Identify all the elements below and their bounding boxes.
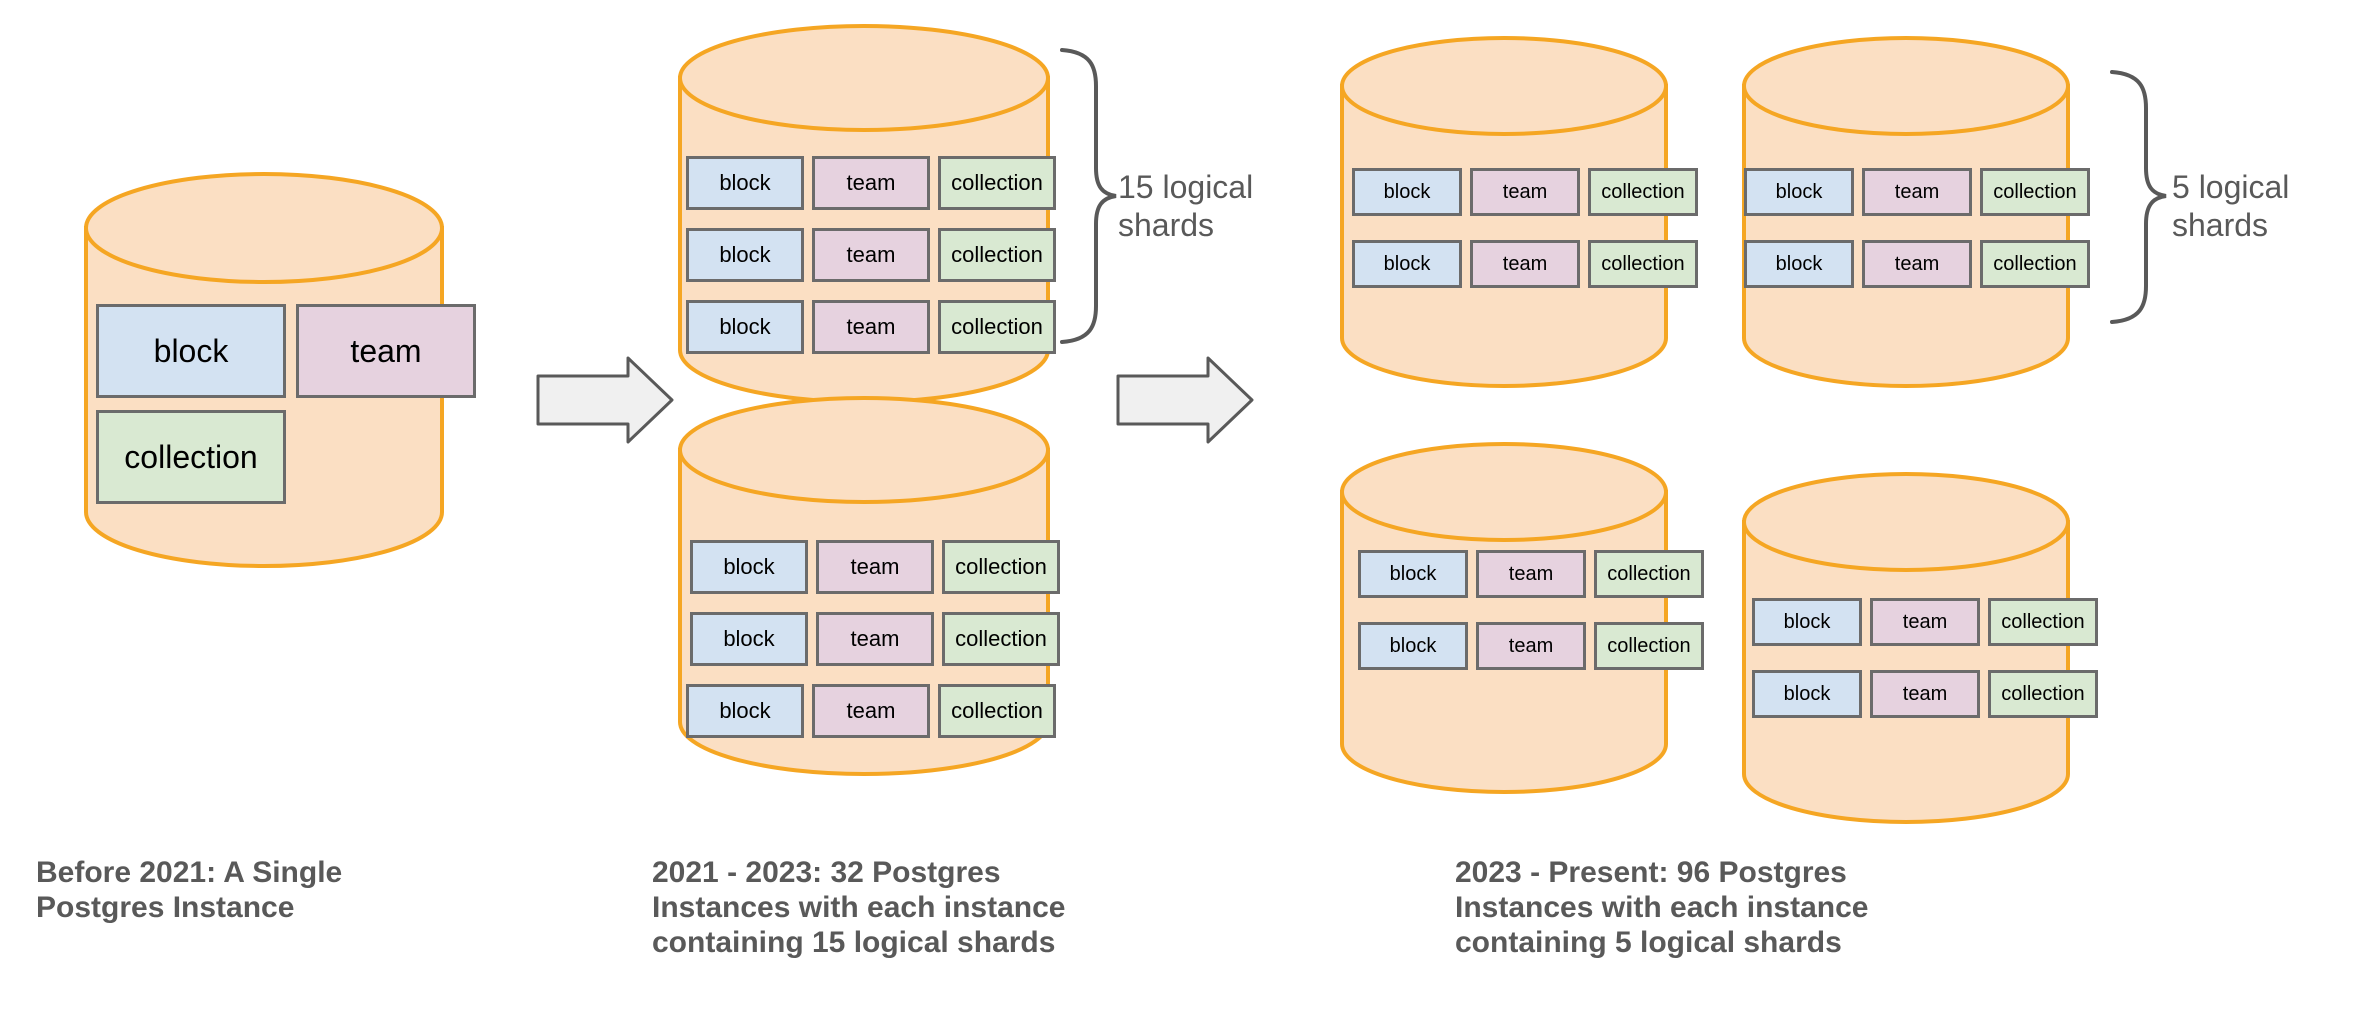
shard-box-block[interactable]: block [1352, 168, 1462, 216]
arrow-1 [536, 356, 674, 444]
shard-box-block[interactable]: block [690, 540, 808, 594]
shard-box-team[interactable]: team [1870, 598, 1980, 646]
shard-box-block[interactable]: block [1752, 670, 1862, 718]
shard-box-team[interactable]: team [812, 156, 930, 210]
shard-box-collection[interactable]: collection [1980, 168, 2090, 216]
shard-box-collection[interactable]: collection [938, 684, 1056, 738]
shard-box-team[interactable]: team [816, 540, 934, 594]
shard-box-team[interactable]: team [1470, 168, 1580, 216]
shard-box-block[interactable]: block [690, 612, 808, 666]
shard-box-block[interactable]: block [1358, 622, 1468, 670]
shard-box-block[interactable]: block [1744, 168, 1854, 216]
shard-box-block[interactable]: block [96, 304, 286, 398]
shard-box-block[interactable]: block [1752, 598, 1862, 646]
shard-box-team[interactable]: team [296, 304, 476, 398]
shard-box-collection[interactable]: collection [1988, 670, 2098, 718]
shard-box-collection[interactable]: collection [1594, 622, 1704, 670]
shard-box-team[interactable]: team [812, 300, 930, 354]
shard-box-team[interactable]: team [1870, 670, 1980, 718]
shard-box-collection[interactable]: collection [1588, 168, 1698, 216]
cylinder-3-bottom-left [1340, 442, 1668, 794]
shard-box-collection[interactable]: collection [1588, 240, 1698, 288]
brace-15-logical-shards [1060, 48, 1117, 344]
brace-label-5-logical-shards: 5 logical shards [2172, 169, 2290, 244]
shard-box-block[interactable]: block [1352, 240, 1462, 288]
shard-box-block[interactable]: block [1358, 550, 1468, 598]
shard-box-collection[interactable]: collection [938, 228, 1056, 282]
caption-panel-2021-2023: 2021 - 2023: 32 Postgres Instances with … [652, 856, 1066, 960]
shard-box-collection[interactable]: collection [938, 156, 1056, 210]
shard-box-block[interactable]: block [686, 228, 804, 282]
shard-box-block[interactable]: block [686, 156, 804, 210]
cylinder-3-top-left [1340, 36, 1668, 388]
shard-box-collection[interactable]: collection [1594, 550, 1704, 598]
shard-box-team[interactable]: team [1862, 240, 1972, 288]
shard-box-collection[interactable]: collection [1980, 240, 2090, 288]
brace-label-15-logical-shards: 15 logical shards [1118, 169, 1254, 244]
shard-box-block[interactable]: block [1744, 240, 1854, 288]
shard-box-team[interactable]: team [1470, 240, 1580, 288]
cylinder-3-top-right [1742, 36, 2070, 388]
shard-box-collection[interactable]: collection [938, 300, 1056, 354]
shard-box-team[interactable]: team [1476, 550, 1586, 598]
shard-box-collection[interactable]: collection [96, 410, 286, 504]
shard-box-team[interactable]: team [812, 684, 930, 738]
shard-box-team[interactable]: team [1862, 168, 1972, 216]
shard-box-collection[interactable]: collection [1988, 598, 2098, 646]
caption-panel-2023-present: 2023 - Present: 96 Postgres Instances wi… [1455, 856, 1869, 960]
shard-box-block[interactable]: block [686, 300, 804, 354]
arrow-2 [1116, 356, 1254, 444]
shard-box-collection[interactable]: collection [942, 612, 1060, 666]
brace-5-logical-shards [2110, 70, 2167, 324]
shard-box-team[interactable]: team [812, 228, 930, 282]
shard-box-block[interactable]: block [686, 684, 804, 738]
shard-box-team[interactable]: team [1476, 622, 1586, 670]
caption-panel-before-2021: Before 2021: A Single Postgres Instance [36, 856, 343, 925]
shard-box-team[interactable]: team [816, 612, 934, 666]
shard-box-collection[interactable]: collection [942, 540, 1060, 594]
cylinder-3-bottom-right [1742, 472, 2070, 824]
